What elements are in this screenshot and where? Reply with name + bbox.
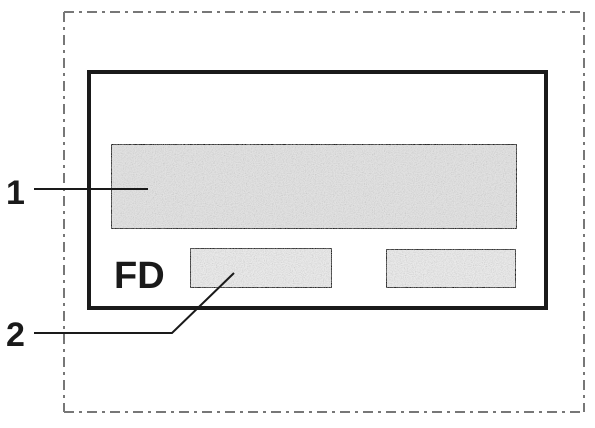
right-display-field [385,248,517,289]
dashed-frame [63,11,585,413]
fd-label: FD [114,255,165,297]
callout-leader-2 [34,272,235,334]
main-display-window [110,143,518,230]
fd-display-field [189,247,333,289]
callout-number-2: 2 [6,316,25,354]
callout-number-1: 1 [6,174,25,212]
